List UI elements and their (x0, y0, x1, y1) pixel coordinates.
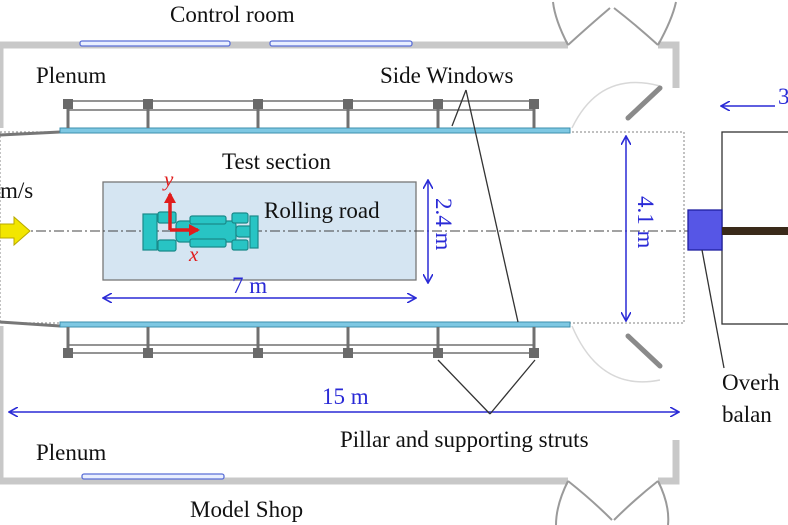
x-axis-label: x (188, 242, 199, 266)
top-door-right (657, 1, 677, 46)
top-pillar-1 (63, 99, 73, 109)
nozzle-bottom (0, 320, 61, 328)
nozzle (0, 130, 61, 328)
car-rear-wheel-top (157, 211, 177, 224)
coordinate-axes: y x (162, 167, 200, 266)
top-pillar-6 (529, 99, 539, 109)
pillar-leader-left (437, 359, 491, 415)
side-windows (59, 127, 571, 328)
bottom-door-right (657, 480, 670, 525)
top-pillar-2 (143, 99, 153, 109)
overhead-balance-label-2: balan (722, 402, 772, 427)
control-room-label: Control room (170, 2, 295, 27)
overhead-balance-label-1: Overh (722, 370, 780, 395)
inlet-speed-label: m/s (0, 178, 33, 203)
model-shop-label: Model Shop (190, 497, 303, 522)
top-pillar-5 (433, 99, 443, 109)
balance-shaft (722, 227, 788, 235)
bottom-pillar-1 (63, 348, 73, 358)
car-front-wing (249, 215, 259, 249)
pillar-struts-label: Pillar and supporting struts (340, 427, 589, 452)
building-windows (79, 40, 413, 480)
bottom-pillar-4 (343, 348, 353, 358)
bottom-pillar-3 (253, 348, 263, 358)
bottom-door-left (555, 480, 569, 525)
gate-flap-top (625, 85, 663, 121)
dim-7m-label: 7 m (232, 273, 267, 298)
overhead-balance (687, 131, 788, 325)
bottom-pillar-6 (529, 348, 539, 358)
gate-flap-bottom (625, 333, 663, 369)
car-rear-wheel-bottom (157, 239, 177, 252)
bottom-door-mid-left (567, 480, 613, 521)
right-arrow-value-label: 3 (778, 84, 788, 109)
arc-top (571, 81, 661, 129)
rolling-road-label: Rolling road (264, 198, 380, 223)
control-room-window-1 (79, 40, 231, 47)
doors (552, 1, 677, 525)
balance-leader (701, 249, 725, 369)
bottom-right-wall (658, 440, 680, 485)
top-pillar-3 (253, 99, 263, 109)
car-sidepod-bottom (189, 238, 227, 248)
car-front-wheel-bottom (231, 239, 249, 251)
nozzle-top (0, 130, 61, 137)
balance-block (687, 209, 723, 251)
car-sidepod-top (189, 215, 227, 225)
dimension-lines (10, 106, 775, 412)
pillars-top (63, 99, 539, 128)
car-rear-wing (142, 213, 158, 251)
race-car (142, 211, 259, 252)
top-right-wall (658, 41, 680, 88)
dim-2-4m-label: 2.4 m (431, 198, 456, 251)
top-door-left (552, 1, 569, 46)
side-windows-label: Side Windows (380, 63, 514, 88)
pillars-bottom (63, 327, 539, 358)
side-windows-leader-top (451, 89, 467, 127)
gate-flaps (625, 85, 663, 369)
test-section-label: Test section (222, 149, 331, 174)
pillar-leader-right (489, 359, 536, 415)
bottom-pillar-2 (143, 348, 153, 358)
arc-bottom (571, 325, 661, 383)
side-window-top (59, 127, 571, 134)
dim-4-1m-label: 4.1 m (633, 196, 658, 249)
bottom-door-mid-right (613, 480, 659, 521)
top-door-mid-left (567, 7, 611, 46)
top-door-mid-right (613, 7, 659, 46)
bottom-pillar-5 (433, 348, 443, 358)
model-shop-window (81, 473, 225, 480)
car-front-wheel-top (231, 212, 249, 224)
y-axis-label: y (162, 167, 174, 191)
dim-15m-label: 15 m (322, 384, 369, 409)
inlet-flow-arrow (0, 215, 31, 247)
side-windows-leader-bottom (465, 89, 519, 323)
turntable-arcs (571, 81, 661, 383)
leader-lines (437, 89, 725, 415)
top-pillar-4 (343, 99, 353, 109)
side-window-bottom (59, 321, 571, 328)
plenum-bottom-label: Plenum (36, 440, 106, 465)
plenum-top-label: Plenum (36, 63, 106, 88)
control-room-window-2 (269, 40, 413, 47)
